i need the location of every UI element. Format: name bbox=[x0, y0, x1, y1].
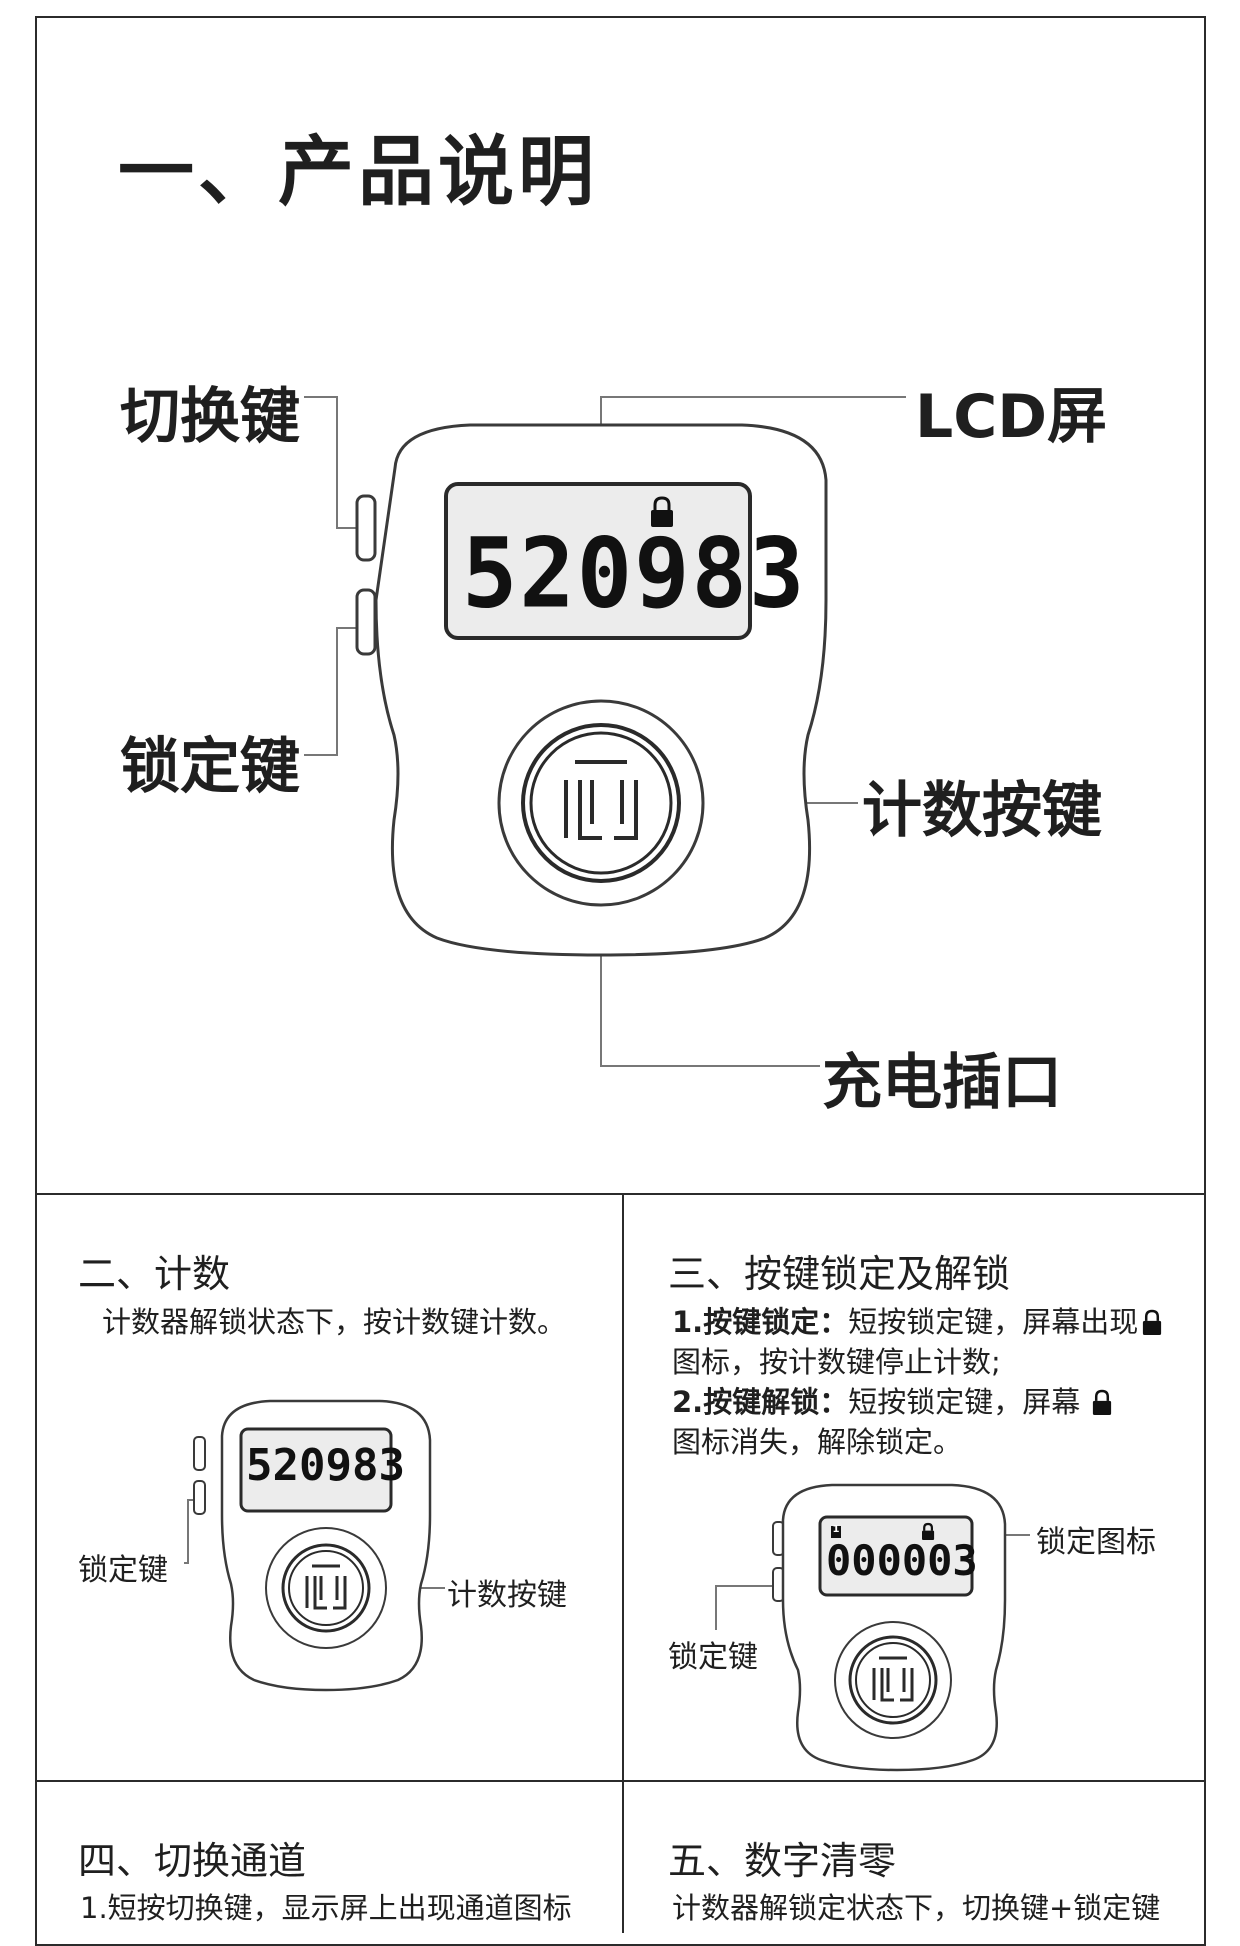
lcd-screen bbox=[444, 482, 752, 640]
unlock-heading: 2.按键解锁： bbox=[672, 1385, 849, 1419]
section3-lock-paragraph: 1.按键锁定：短按锁定键，屏幕出现 图标，按计数键停止计数; 2.按键解锁：短按… bbox=[672, 1302, 1192, 1462]
lock-key-leader bbox=[304, 627, 362, 756]
device-illustration-count bbox=[184, 1399, 445, 1692]
charge-port-label: 充电插口 bbox=[822, 1048, 1062, 1118]
switch-key-leader bbox=[304, 396, 362, 529]
page-title: 一、产品说明 bbox=[118, 127, 598, 216]
channel-number: 1 bbox=[832, 1524, 840, 1535]
lcd-screen-label: LCD屏 bbox=[915, 382, 1108, 452]
lock-key-label-lock: 锁定键 bbox=[668, 1640, 758, 1675]
section2-text: 计数器解锁状态下，按计数键计数。 bbox=[102, 1305, 567, 1339]
divider-col bbox=[622, 1193, 624, 1933]
unlock-text-b: 图标消失，解除锁定。 bbox=[672, 1425, 963, 1459]
lock-icon bbox=[1143, 1309, 1162, 1335]
charge-port-leader bbox=[600, 952, 820, 1067]
lock-icon bbox=[1093, 1389, 1112, 1415]
switch-key bbox=[355, 494, 377, 562]
divider-row-2 bbox=[35, 1780, 1206, 1782]
lcd-readout-lock: 000003 bbox=[826, 1536, 978, 1585]
count-button-label-count: 计数按键 bbox=[447, 1578, 567, 1613]
section2-title: 二、计数 bbox=[78, 1252, 231, 1296]
switch-key-label: 切换键 bbox=[120, 382, 300, 452]
lock-text-a: 短按锁定键，屏幕出现 bbox=[848, 1305, 1139, 1339]
section5-title: 五、数字清零 bbox=[668, 1839, 897, 1883]
count-button-label: 计数按键 bbox=[862, 776, 1102, 846]
lock-heading: 1.按键锁定： bbox=[672, 1305, 849, 1339]
section5-text: 计数器解锁定状态下，切换键+锁定键 bbox=[672, 1891, 1161, 1925]
section4-text: 1.短按切换键，显示屏上出现通道图标 bbox=[80, 1891, 572, 1925]
section4-title: 四、切换通道 bbox=[78, 1839, 307, 1883]
count-button-logo bbox=[564, 760, 638, 840]
device-illustration-lock bbox=[715, 1483, 1030, 1772]
lcd-lock-icon bbox=[651, 496, 673, 527]
lock-icon-label: 锁定图标 bbox=[1036, 1525, 1156, 1560]
device-illustration bbox=[304, 396, 906, 1067]
section3-title: 三、按键锁定及解锁 bbox=[668, 1252, 1011, 1296]
divider-row-1 bbox=[35, 1193, 1206, 1195]
lock-text-b: 图标，按计数键停止计数; bbox=[672, 1345, 1001, 1379]
lcd-readout-count: 520983 bbox=[246, 1440, 405, 1491]
lock-key-label-count: 锁定键 bbox=[78, 1553, 168, 1588]
lock-key-label: 锁定键 bbox=[120, 732, 300, 802]
unlock-text-a: 短按锁定键，屏幕 bbox=[848, 1385, 1081, 1419]
